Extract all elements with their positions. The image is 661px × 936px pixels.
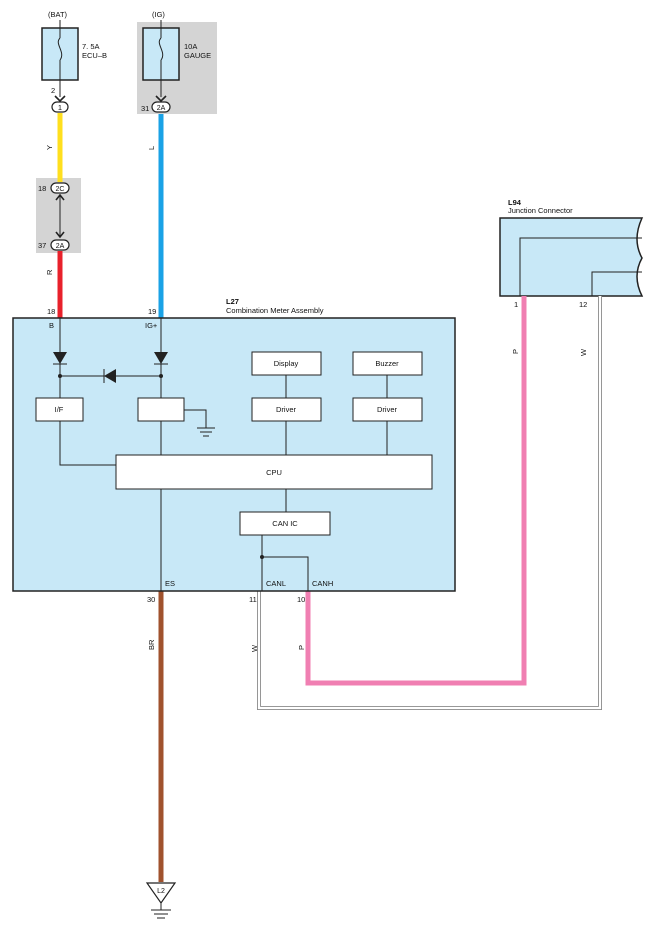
- diode-cross-icon: [104, 369, 116, 383]
- junction-block-connector-top: [50, 182, 70, 194]
- junction-connector-code: L94: [508, 198, 522, 207]
- ground-internal-lead: [184, 409, 207, 428]
- junction-block: 18 2C 37 2A: [38, 182, 70, 251]
- block-driver-buzzer-label: Driver: [377, 405, 398, 414]
- assembly-pin-ig: 19: [148, 307, 156, 316]
- diode-ig-icon: [154, 352, 168, 364]
- assembly-name: Combination Meter Assembly: [226, 306, 324, 315]
- junction-connector-pin-1: 1: [514, 300, 518, 309]
- fuse-ig-source: (IG): [152, 10, 165, 19]
- block-power: [137, 397, 185, 422]
- block-can-ic: [239, 511, 331, 536]
- wire-label-pink-top: P: [511, 349, 520, 354]
- junction-connector-bus-1: [519, 237, 642, 296]
- fuse-bat-rating: 7. 5A: [82, 42, 100, 51]
- combination-meter-assembly: L27 Combination Meter Assembly 18 19 B I…: [12, 297, 456, 604]
- block-cpu: [115, 454, 433, 490]
- junction-dot-ig: [159, 374, 163, 378]
- wire-label-blue: L: [147, 146, 156, 150]
- wire-white-inner: [257, 296, 602, 710]
- terminal-b: B: [49, 321, 54, 330]
- junction-connector-l94: L94 Junction Connector 1 12: [499, 198, 644, 309]
- terminal-ig: IG+: [145, 321, 158, 330]
- junction-connector-name: Junction Connector: [508, 206, 573, 215]
- block-display-label: Display: [274, 359, 299, 368]
- fuse-ig-connector: [151, 101, 171, 113]
- assembly-code: L27: [226, 297, 239, 306]
- junction-block-connector-top-label: 2C: [56, 186, 65, 193]
- assembly-pin-canl: 11: [249, 595, 257, 604]
- fuse-ig-arrow: [155, 95, 167, 103]
- ground-l2: L2: [145, 882, 177, 919]
- wire-label-pink-bottom: P: [297, 645, 306, 650]
- block-if-label: I/F: [55, 405, 64, 414]
- block-driver-display-label: Driver: [276, 405, 297, 414]
- terminal-es: ES: [165, 579, 175, 588]
- junction-block-arrow-down: [55, 231, 65, 239]
- wire-label-red: R: [45, 269, 54, 275]
- junction-dot-b: [58, 374, 62, 378]
- fuse-ig-connector-label: 2A: [157, 105, 166, 112]
- fuse-bat-pin: 2: [51, 86, 55, 95]
- fuse-bat: (BAT) 7. 5A ECU–B 2 1: [41, 10, 107, 113]
- block-buzzer-label: Buzzer: [375, 359, 399, 368]
- fuse-ig: (IG) 10A GAUGE 31 2A: [141, 10, 211, 113]
- junction-connector-pin-12: 12: [579, 300, 587, 309]
- junction-block-pin-bottom: 37: [38, 241, 46, 250]
- fuse-bat-element: [57, 37, 63, 61]
- assembly-pin-es: 30: [147, 595, 155, 604]
- wire-label-white-top: W: [579, 348, 588, 356]
- wire-label-white-bottom: W: [250, 644, 259, 652]
- assembly-pin-b: 18: [47, 307, 55, 316]
- wire-label-brown: BR: [147, 639, 156, 650]
- junction-connector-bus-12: [591, 271, 642, 296]
- wire-label-yellow: Y: [45, 145, 54, 150]
- fuse-bat-connector: [51, 101, 69, 113]
- fuse-bat-source: (BAT): [48, 10, 68, 19]
- junction-dot-can: [260, 555, 264, 559]
- fuse-ig-element: [158, 37, 164, 61]
- ground-l2-label: L2: [157, 888, 165, 895]
- junction-block-connector-bottom-label: 2A: [56, 243, 65, 250]
- junction-block-pin-top: 18: [38, 184, 46, 193]
- ground-l2-triangle: [145, 882, 177, 905]
- fuse-bat-connector-label: 1: [58, 103, 62, 112]
- link-if-cpu: [59, 421, 116, 466]
- assembly-pin-canh: 10: [297, 595, 305, 604]
- terminal-canh: CANH: [312, 579, 333, 588]
- block-can-ic-label: CAN IC: [272, 519, 298, 528]
- terminal-canl: CANL: [266, 579, 286, 588]
- fuse-ig-pin: 31: [141, 104, 149, 113]
- junction-block-connector-bottom: [50, 239, 70, 251]
- junction-connector-body: [499, 217, 644, 297]
- fuse-bat-name: ECU–B: [82, 51, 107, 60]
- wire-white: [257, 296, 602, 710]
- fuse-bat-arrow: [54, 95, 66, 103]
- block-cpu-label: CPU: [266, 468, 282, 477]
- diode-b-icon: [53, 352, 67, 364]
- fuse-ig-rating: 10A: [184, 42, 197, 51]
- link-canic-canh: [262, 556, 309, 591]
- fuse-ig-name: GAUGE: [184, 51, 211, 60]
- wire-pink: [305, 296, 527, 686]
